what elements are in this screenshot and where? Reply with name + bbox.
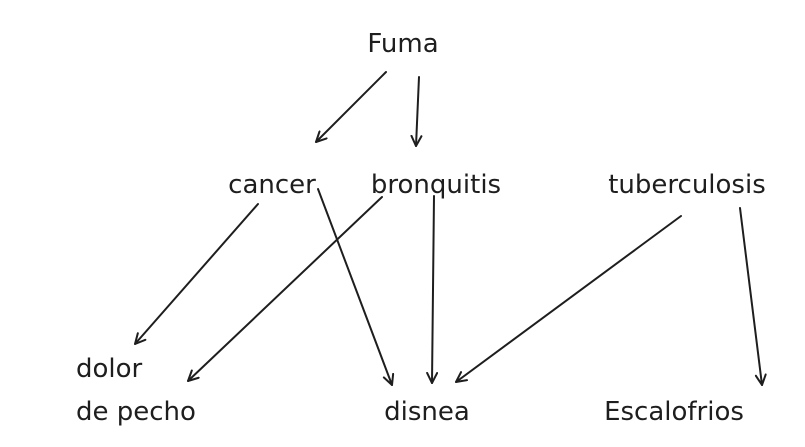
edge-fuma-to-bronquitis (410, 76, 423, 147)
node-escalofrios: Escalofrios (604, 397, 744, 427)
edge-tuberculosis-to-escalofrios (739, 207, 767, 386)
edges-group (134, 71, 767, 386)
node-dolor-label-line-1: dolor (76, 354, 143, 384)
node-bronquitis: bronquitis (371, 170, 501, 200)
node-cancer-label: cancer (228, 170, 316, 200)
node-fuma-label: Fuma (367, 29, 438, 59)
node-tuberculosis-label: tuberculosis (608, 170, 766, 200)
edge-cancer-to-disnea (317, 188, 395, 386)
node-disnea: disnea (384, 397, 470, 427)
node-escalofrios-label: Escalofrios (604, 397, 744, 427)
edge-bronquitis-to-dolor (187, 196, 383, 382)
node-dolor-label-line-2: de pecho (76, 397, 196, 427)
node-cancer: cancer (228, 170, 316, 200)
node-fuma: Fuma (367, 29, 438, 59)
edge-bronquitis-to-disnea (426, 195, 439, 384)
node-bronquitis-label: bronquitis (371, 170, 501, 200)
edge-tuberculosis-to-disnea (455, 215, 682, 383)
edge-fuma-to-cancer (315, 71, 387, 143)
node-tuberculosis: tuberculosis (608, 170, 766, 200)
node-disnea-label: disnea (384, 397, 470, 427)
node-dolor-de-pecho: dolor de pecho (76, 354, 196, 427)
edge-cancer-to-dolor (134, 203, 259, 345)
